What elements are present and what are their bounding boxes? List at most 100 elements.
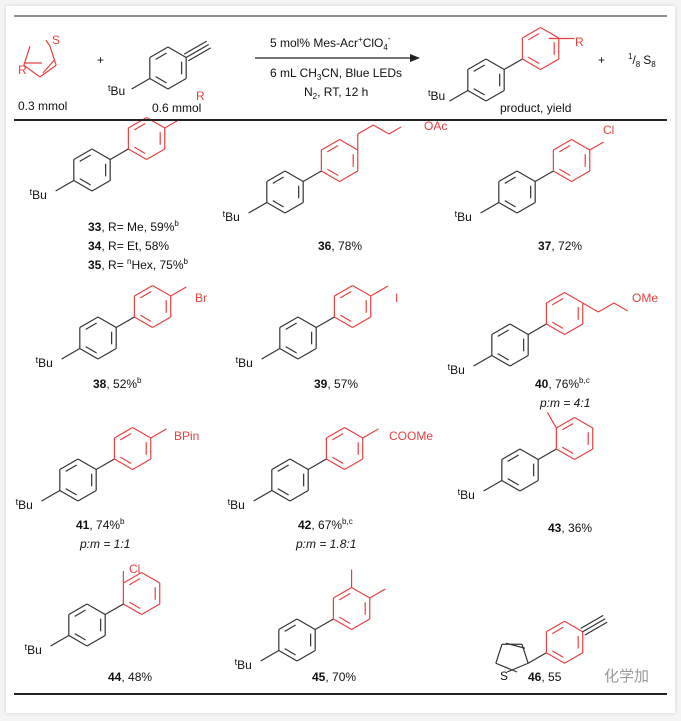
biaryl-bond — [537, 448, 557, 461]
tbu-bond — [50, 634, 70, 647]
ring-double-bond — [551, 626, 564, 635]
ring-double-bond — [326, 145, 339, 153]
label-35: 35, R= nHex, 75%b — [88, 257, 189, 272]
ring-bond — [86, 634, 106, 647]
ring-bond — [519, 479, 539, 492]
ring-bond — [491, 354, 511, 367]
ring-bond — [91, 148, 111, 161]
ring-bond — [141, 571, 161, 584]
ring-bond — [149, 46, 169, 59]
tbu-label: tBu — [25, 642, 42, 657]
ring-double-bond — [128, 601, 141, 609]
biaryl-bond — [109, 148, 129, 161]
ring-bond — [132, 458, 152, 471]
ratio-41: p:m = 1:1 — [79, 537, 130, 551]
reactant2-amount: 0.6 mmol — [152, 101, 201, 115]
thiophene-bond — [45, 39, 51, 47]
ring-bond — [553, 170, 572, 183]
thiophene-bond — [23, 46, 31, 66]
ring-bond — [352, 284, 372, 297]
ring-bond — [134, 316, 153, 329]
ring-double-bond — [527, 33, 540, 41]
label-41: 41, 74%b — [76, 517, 125, 532]
ring-bond — [333, 586, 352, 599]
ring-double-bond — [119, 456, 132, 464]
ring-bond — [97, 316, 117, 329]
tbu-bond — [253, 489, 273, 502]
tbu-label: tBu — [455, 209, 472, 224]
tbu-label: tBu — [458, 487, 475, 502]
ring-bond — [271, 458, 291, 471]
ring-bond — [326, 426, 345, 439]
ring-double-bond — [339, 314, 352, 322]
ring-bond — [326, 458, 345, 471]
ring-bond — [141, 603, 161, 616]
substituent-oac: OAc — [424, 119, 447, 133]
ring-bond — [574, 448, 594, 461]
ring-double-bond — [285, 322, 297, 330]
biaryl-bond — [302, 170, 322, 183]
conditions-line1: 5 mol% Mes-Acr+ClO4- — [270, 34, 391, 52]
ring-double-bond — [558, 168, 571, 176]
biaryl-bond — [315, 316, 335, 329]
ring-double-bond — [272, 176, 284, 184]
alkyne-bond — [582, 618, 606, 633]
ring-bond — [498, 170, 518, 183]
plus-sign-2: + — [598, 53, 605, 67]
ring-double-bond — [473, 88, 485, 96]
ring-bond — [352, 316, 372, 329]
product-tbu: tBu — [428, 88, 445, 103]
ring-bond — [266, 170, 286, 183]
tbu-bond — [480, 201, 500, 214]
ring-bond — [467, 58, 487, 71]
ring-bond — [501, 479, 521, 492]
ring-double-bond — [551, 321, 564, 329]
biaryl-bond — [307, 458, 327, 471]
tbu-bond — [261, 347, 281, 360]
ring-bond — [546, 291, 565, 304]
label-43: 43, 36% — [548, 521, 592, 535]
ring-bond — [522, 26, 541, 39]
label-45: 45, 70% — [312, 670, 356, 684]
ring-bond — [167, 77, 187, 90]
thiophene-bond — [49, 46, 57, 66]
biaryl-bond — [104, 603, 124, 616]
ring-bond — [132, 426, 152, 439]
biaryl-bond — [527, 652, 547, 664]
ring-bond — [284, 170, 304, 183]
ring-double-bond — [119, 433, 132, 441]
substituent-bond — [613, 302, 629, 312]
ring-double-bond — [326, 168, 339, 176]
ring-bond — [86, 603, 106, 616]
substituent-bond — [598, 302, 615, 313]
tbu-label: tBu — [228, 497, 245, 512]
ring-bond — [279, 316, 299, 329]
substituent-bond — [373, 124, 390, 135]
ring-double-bond — [284, 624, 296, 632]
ring-double-bond — [331, 456, 344, 464]
ring-double-bond — [331, 433, 344, 441]
ring-double-bond — [507, 454, 519, 462]
ring-bond — [564, 291, 584, 304]
tbu-bond — [61, 347, 81, 360]
ring-double-bond — [74, 609, 86, 617]
ring-bond — [351, 586, 371, 599]
ring-bond — [564, 620, 584, 633]
ratio-40: p:m = 4:1 — [539, 396, 590, 410]
ring-bond — [334, 284, 353, 297]
ring-double-bond — [284, 648, 296, 656]
label-44: 44, 48% — [108, 670, 152, 684]
label-46: 46, 55 — [528, 670, 562, 684]
ring-double-bond — [79, 154, 91, 162]
substituent-coome: COOMe — [389, 429, 433, 443]
ring-double-bond — [507, 478, 519, 486]
tbu-bond — [131, 77, 151, 90]
ring-double-bond — [65, 488, 77, 496]
ring-bond — [297, 316, 317, 329]
watermark: 化学加 — [604, 668, 649, 685]
ring-bond — [321, 170, 340, 183]
ring-bond — [296, 618, 316, 631]
substituent-bond — [589, 141, 604, 151]
